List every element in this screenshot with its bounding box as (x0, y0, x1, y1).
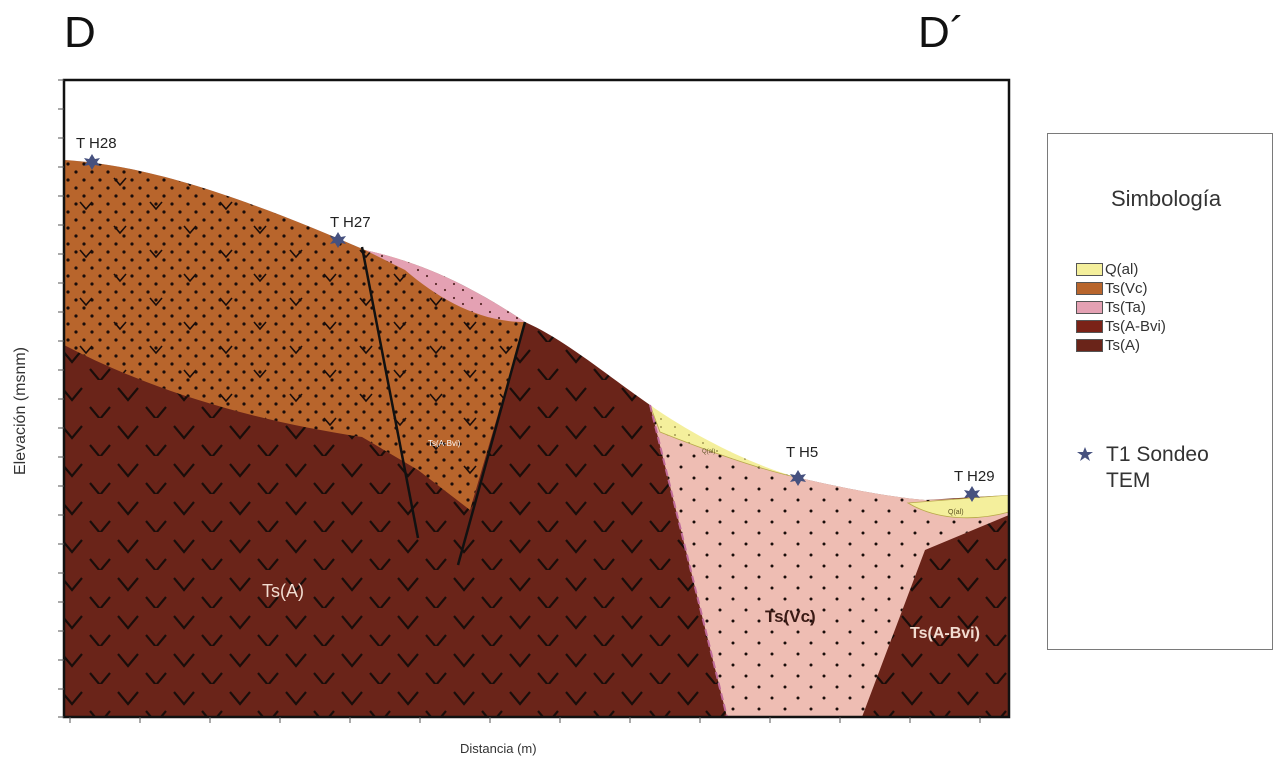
borehole-label-th29: T H29 (954, 468, 995, 485)
unit-ts-ta-pattern (365, 250, 525, 322)
section-end-label: D´ (918, 8, 965, 57)
unit-label-ts-a: Ts(A) (262, 581, 304, 601)
section-start-label: D (64, 8, 96, 57)
legend-label-q-al: Q(al) (1105, 261, 1139, 278)
unit-label-q-al-2: Q(al) (948, 509, 964, 516)
legend-title: Simbología (1111, 186, 1222, 211)
borehole-label-th5: T H5 (786, 444, 818, 461)
star-icon (330, 232, 346, 248)
legend-swatch-ts-vc (1076, 282, 1103, 295)
y-axis-ticks (58, 79, 64, 718)
borehole-th5: T H5 (786, 444, 818, 486)
legend-swatch-q-al (1076, 263, 1103, 276)
star-icon (790, 470, 806, 486)
legend-item-ts-a: Ts(A) (1076, 336, 1166, 355)
legend-swatch-ts-a-bvi (1076, 320, 1103, 333)
borehole-th28: T H28 (76, 135, 117, 170)
legend-label-ts-a-bvi: Ts(A-Bvi) (1105, 318, 1166, 335)
star-icon (84, 154, 100, 170)
unit-ts-vc-upper-pattern-v (64, 160, 525, 510)
star-icon (964, 486, 980, 502)
unit-label-ts-a-bvi: Ts(A-Bvi) (910, 625, 980, 642)
legend-swatch-ts-ta (1076, 301, 1103, 314)
borehole-label-th28: T H28 (76, 135, 117, 152)
star-icon (1077, 447, 1093, 461)
legend-label-ts-a: Ts(A) (1105, 337, 1140, 354)
legend-item-ts-vc: Ts(Vc) (1076, 279, 1166, 298)
legend-item-ts-a-bvi: Ts(A-Bvi) (1076, 317, 1166, 336)
legend-symbol-row: T1 Sondeo TEM (1076, 442, 1216, 494)
borehole-label-th27: T H27 (330, 214, 371, 231)
x-axis-label: Distancia (m) (460, 741, 537, 756)
legend-items: Q(al) Ts(Vc) Ts(Ta) Ts(A-Bvi) Ts(A) (1076, 260, 1166, 355)
contact-line-valley (649, 404, 728, 718)
x-axis-ticks (69, 717, 981, 723)
borehole-th27: T H27 (330, 214, 371, 248)
fault-line-central (456, 321, 527, 566)
legend-item-q-al: Q(al) (1076, 260, 1166, 279)
legend-label-ts-ta: Ts(Ta) (1105, 299, 1146, 316)
legend-swatch-ts-a (1076, 339, 1103, 352)
unit-label-q-al-1: Q(al) (702, 449, 715, 455)
legend-symbol-label: T1 Sondeo TEM (1106, 443, 1209, 492)
geologic-cross-section: T H28 T H27 T H5 T H29 Ts(A) Ts(Vc) Ts(A… (58, 78, 1011, 723)
unit-label-ts-vc: Ts(Vc) (765, 607, 816, 626)
legend-label-ts-vc: Ts(Vc) (1105, 280, 1148, 297)
fault-line-west (360, 246, 420, 539)
unit-label-ts-a-bvi-wedge: Ts(A-Bvi) (428, 439, 461, 448)
y-axis-label: Elevación (msnm) (12, 346, 29, 476)
sky-area (64, 80, 1009, 500)
unit-ts-vc-valley-pattern (650, 405, 1009, 717)
legend-item-ts-ta: Ts(Ta) (1076, 298, 1166, 317)
borehole-th29: T H29 (954, 468, 995, 502)
legend-panel: Simbología Q(al) Ts(Vc) Ts(Ta) Ts(A-Bvi)… (1047, 133, 1273, 650)
